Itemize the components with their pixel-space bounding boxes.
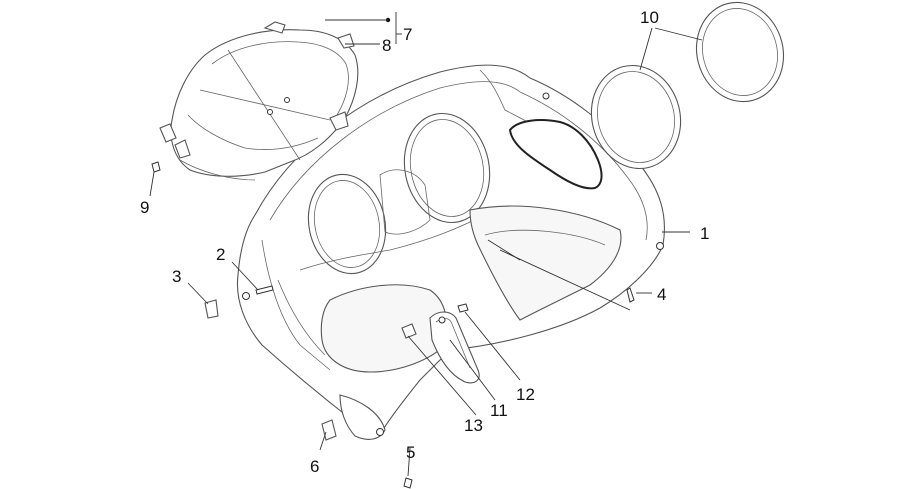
callout-8: 8 (382, 36, 391, 55)
side-cover-11 (429, 311, 480, 384)
gauge-trim-rings (590, 1, 785, 170)
callout-6: 6 (310, 457, 319, 476)
trim-ring-right (695, 1, 785, 103)
callout-labels: 1 2 3 4 5 6 7 8 9 10 11 12 13 (140, 8, 709, 476)
callout-7: 7 (403, 25, 412, 44)
instrument-cluster (159, 21, 359, 181)
hardware (151, 17, 635, 489)
left-gauge-bezel (307, 173, 387, 275)
callout-4: 4 (657, 285, 666, 304)
trim-ring-left (590, 64, 682, 170)
callout-9: 9 (140, 198, 149, 217)
small-cover-pieces (401, 311, 480, 384)
callout-5: 5 (406, 443, 415, 462)
callout-11: 11 (490, 401, 508, 420)
clip-13 (401, 323, 417, 339)
callout-1: 1 (700, 224, 709, 243)
right-gauge-bezel (403, 112, 491, 224)
leader-lines (149, 12, 703, 477)
dashboard-housing (236, 64, 665, 440)
callout-3: 3 (172, 267, 181, 286)
callout-12: 12 (516, 385, 535, 404)
callout-13: 13 (464, 416, 483, 435)
callout-10: 10 (640, 8, 659, 27)
display-window (508, 119, 603, 190)
callout-2: 2 (216, 245, 225, 264)
